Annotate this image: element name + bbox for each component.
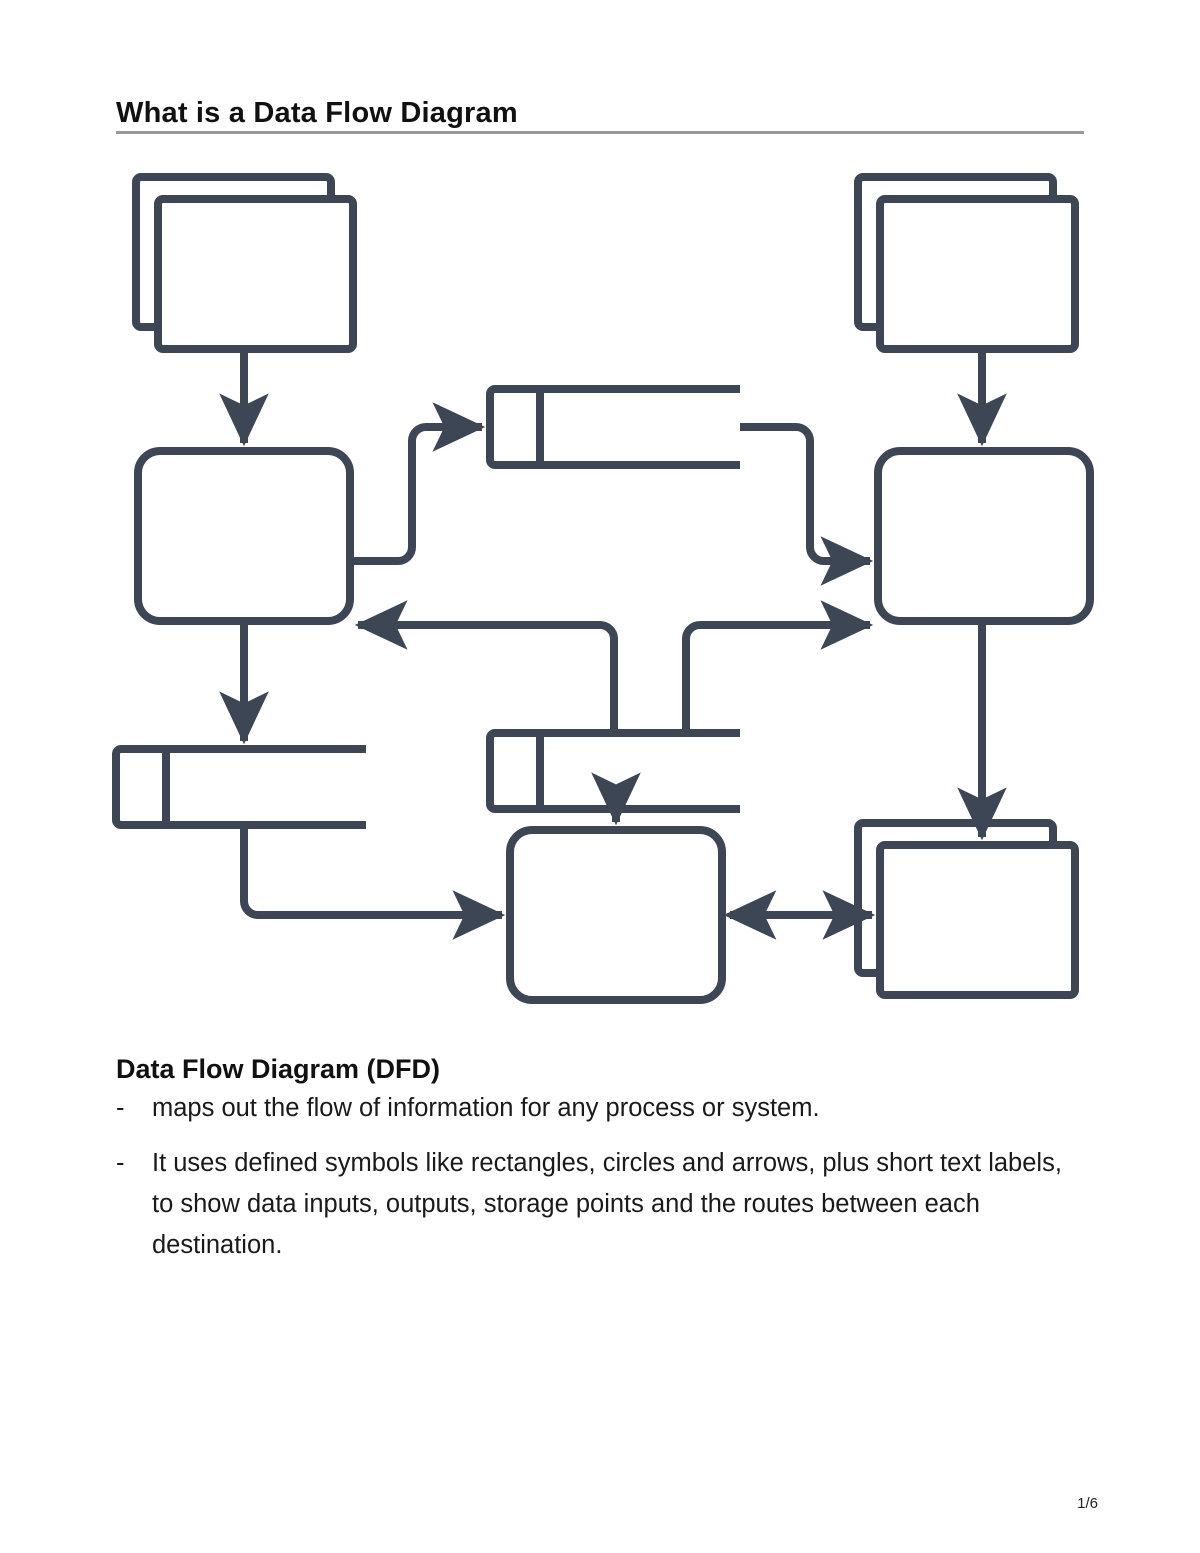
list-item: - maps out the flow of information for a…: [116, 1088, 1084, 1129]
flow-datastore-middle-to-process-left: [354, 600, 618, 731]
section-heading: Data Flow Diagram (DFD): [116, 1054, 441, 1085]
node-entity-top-left[interactable]: [132, 173, 357, 353]
bullet-marker: -: [116, 1094, 125, 1122]
flow-process-left-to-datastore-top: [350, 402, 486, 565]
bullet-text: It uses defined symbols like rectangles,…: [152, 1149, 1062, 1259]
bullet-list: - maps out the flow of information for a…: [116, 1088, 1084, 1280]
flow-datastore-left-to-process-bottom: [240, 825, 506, 940]
page-title: What is a Data Flow Diagram: [116, 97, 518, 130]
node-process-bottom[interactable]: [506, 826, 726, 1004]
flow-datastore-middle-to-process-right: [682, 600, 874, 731]
title-divider: [116, 131, 1084, 134]
node-process-left[interactable]: [134, 447, 354, 625]
bullet-marker: -: [116, 1149, 125, 1177]
node-datastore-middle[interactable]: [486, 729, 740, 813]
node-entity-top-right[interactable]: [854, 173, 1079, 353]
diagram-canvas: [112, 173, 1094, 1004]
data-flow-diagram: [110, 155, 1100, 1015]
page-number: 1/6: [1077, 1495, 1098, 1512]
bullet-text: maps out the flow of information for any…: [152, 1094, 820, 1122]
list-item: - It uses defined symbols like rectangle…: [116, 1143, 1084, 1266]
flow-datastore-top-to-process-right: [740, 423, 874, 586]
node-entity-bottom-right[interactable]: [854, 819, 1079, 999]
node-process-right[interactable]: [874, 447, 1094, 625]
node-datastore-top[interactable]: [486, 385, 740, 469]
node-datastore-left[interactable]: [112, 745, 366, 829]
